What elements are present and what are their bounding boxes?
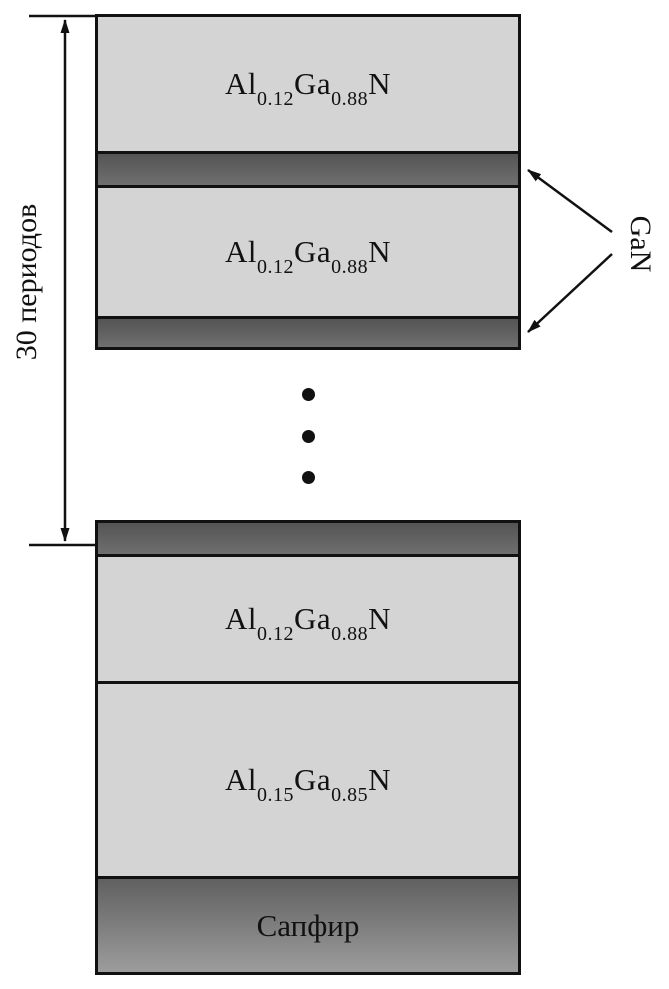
layer-gan-thin-top-2 <box>98 316 518 347</box>
layer-label-algan-012: Al0.12Ga0.88N <box>224 601 392 646</box>
bottom-stack-block: Al0.12Ga0.88N Al0.15Ga0.85N Сапфир <box>95 520 521 975</box>
layer-algan-015-buffer: Al0.15Ga0.85N <box>98 681 518 876</box>
periods-count-label: 30 периодов <box>10 203 43 361</box>
layer-algan-012-top-1: Al0.12Ga0.88N <box>98 17 518 151</box>
repetition-ellipsis <box>95 388 521 484</box>
gan-callout-arrow-upper <box>527 168 613 234</box>
layer-label-algan-015: Al0.15Ga0.85N <box>224 762 392 807</box>
layer-algan-012-bottom: Al0.12Ga0.88N <box>98 554 518 681</box>
top-period-block: Al0.12Ga0.88N Al0.12Ga0.88N <box>95 14 521 350</box>
layer-sapphire-substrate: Сапфир <box>98 876 518 972</box>
layer-algan-012-top-2: Al0.12Ga0.88N <box>98 185 518 316</box>
layer-gan-thin-top-1 <box>98 151 518 185</box>
substrate-label: Сапфир <box>256 907 360 943</box>
gan-callout-arrow-lower <box>527 253 613 333</box>
ellipsis-dot <box>301 429 315 443</box>
layer-label-algan-012: Al0.12Ga0.88N <box>224 66 392 111</box>
gan-callout-label: GaN <box>624 215 657 273</box>
layer-gan-thin-bottom <box>98 523 518 554</box>
ellipsis-dot <box>301 388 315 401</box>
layer-label-algan-012: Al0.12Ga0.88N <box>224 234 392 279</box>
ellipsis-dot <box>301 471 315 484</box>
